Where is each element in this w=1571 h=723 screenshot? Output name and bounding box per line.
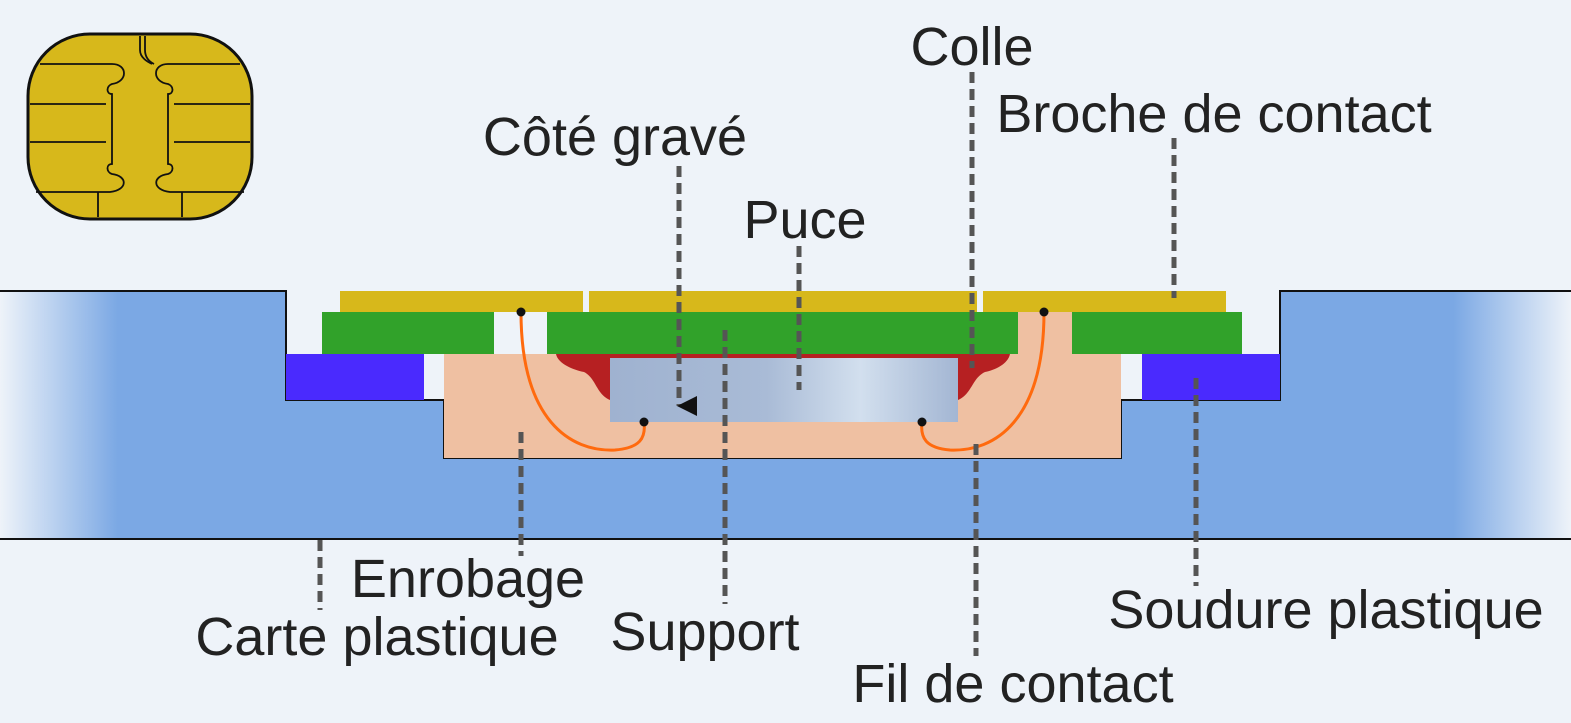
contact-pin-left (340, 291, 583, 312)
label-broche-de-contact: Broche de contact (996, 84, 1431, 144)
plastic-weld-left (286, 354, 424, 400)
plastic-card-body (0, 291, 1571, 539)
bond-point (917, 417, 927, 427)
bond-point (639, 417, 649, 427)
bond-wire-left (519, 311, 646, 452)
contact-pin-center (589, 291, 977, 312)
support-left (322, 312, 494, 354)
chip-contact-icon (26, 32, 254, 221)
label-cote-grave: Côté gravé (483, 107, 747, 167)
bond-point (516, 307, 526, 317)
support-center (547, 312, 1018, 354)
label-carte-plastique: Carte plastique (195, 607, 558, 667)
label-enrobage: Enrobage (351, 549, 585, 609)
label-puce: Puce (743, 190, 866, 250)
support-right (1072, 312, 1242, 354)
label-fil-de-contact: Fil de contact (852, 654, 1173, 714)
label-colle: Colle (910, 17, 1033, 77)
label-support: Support (610, 602, 799, 662)
plastic-weld-right (1142, 354, 1280, 400)
bond-point (1039, 307, 1049, 317)
bond-wire-right (920, 311, 1046, 452)
chip-die (610, 358, 958, 422)
label-soudure-plastique: Soudure plastique (1108, 580, 1543, 640)
contact-pin-right (983, 291, 1226, 312)
